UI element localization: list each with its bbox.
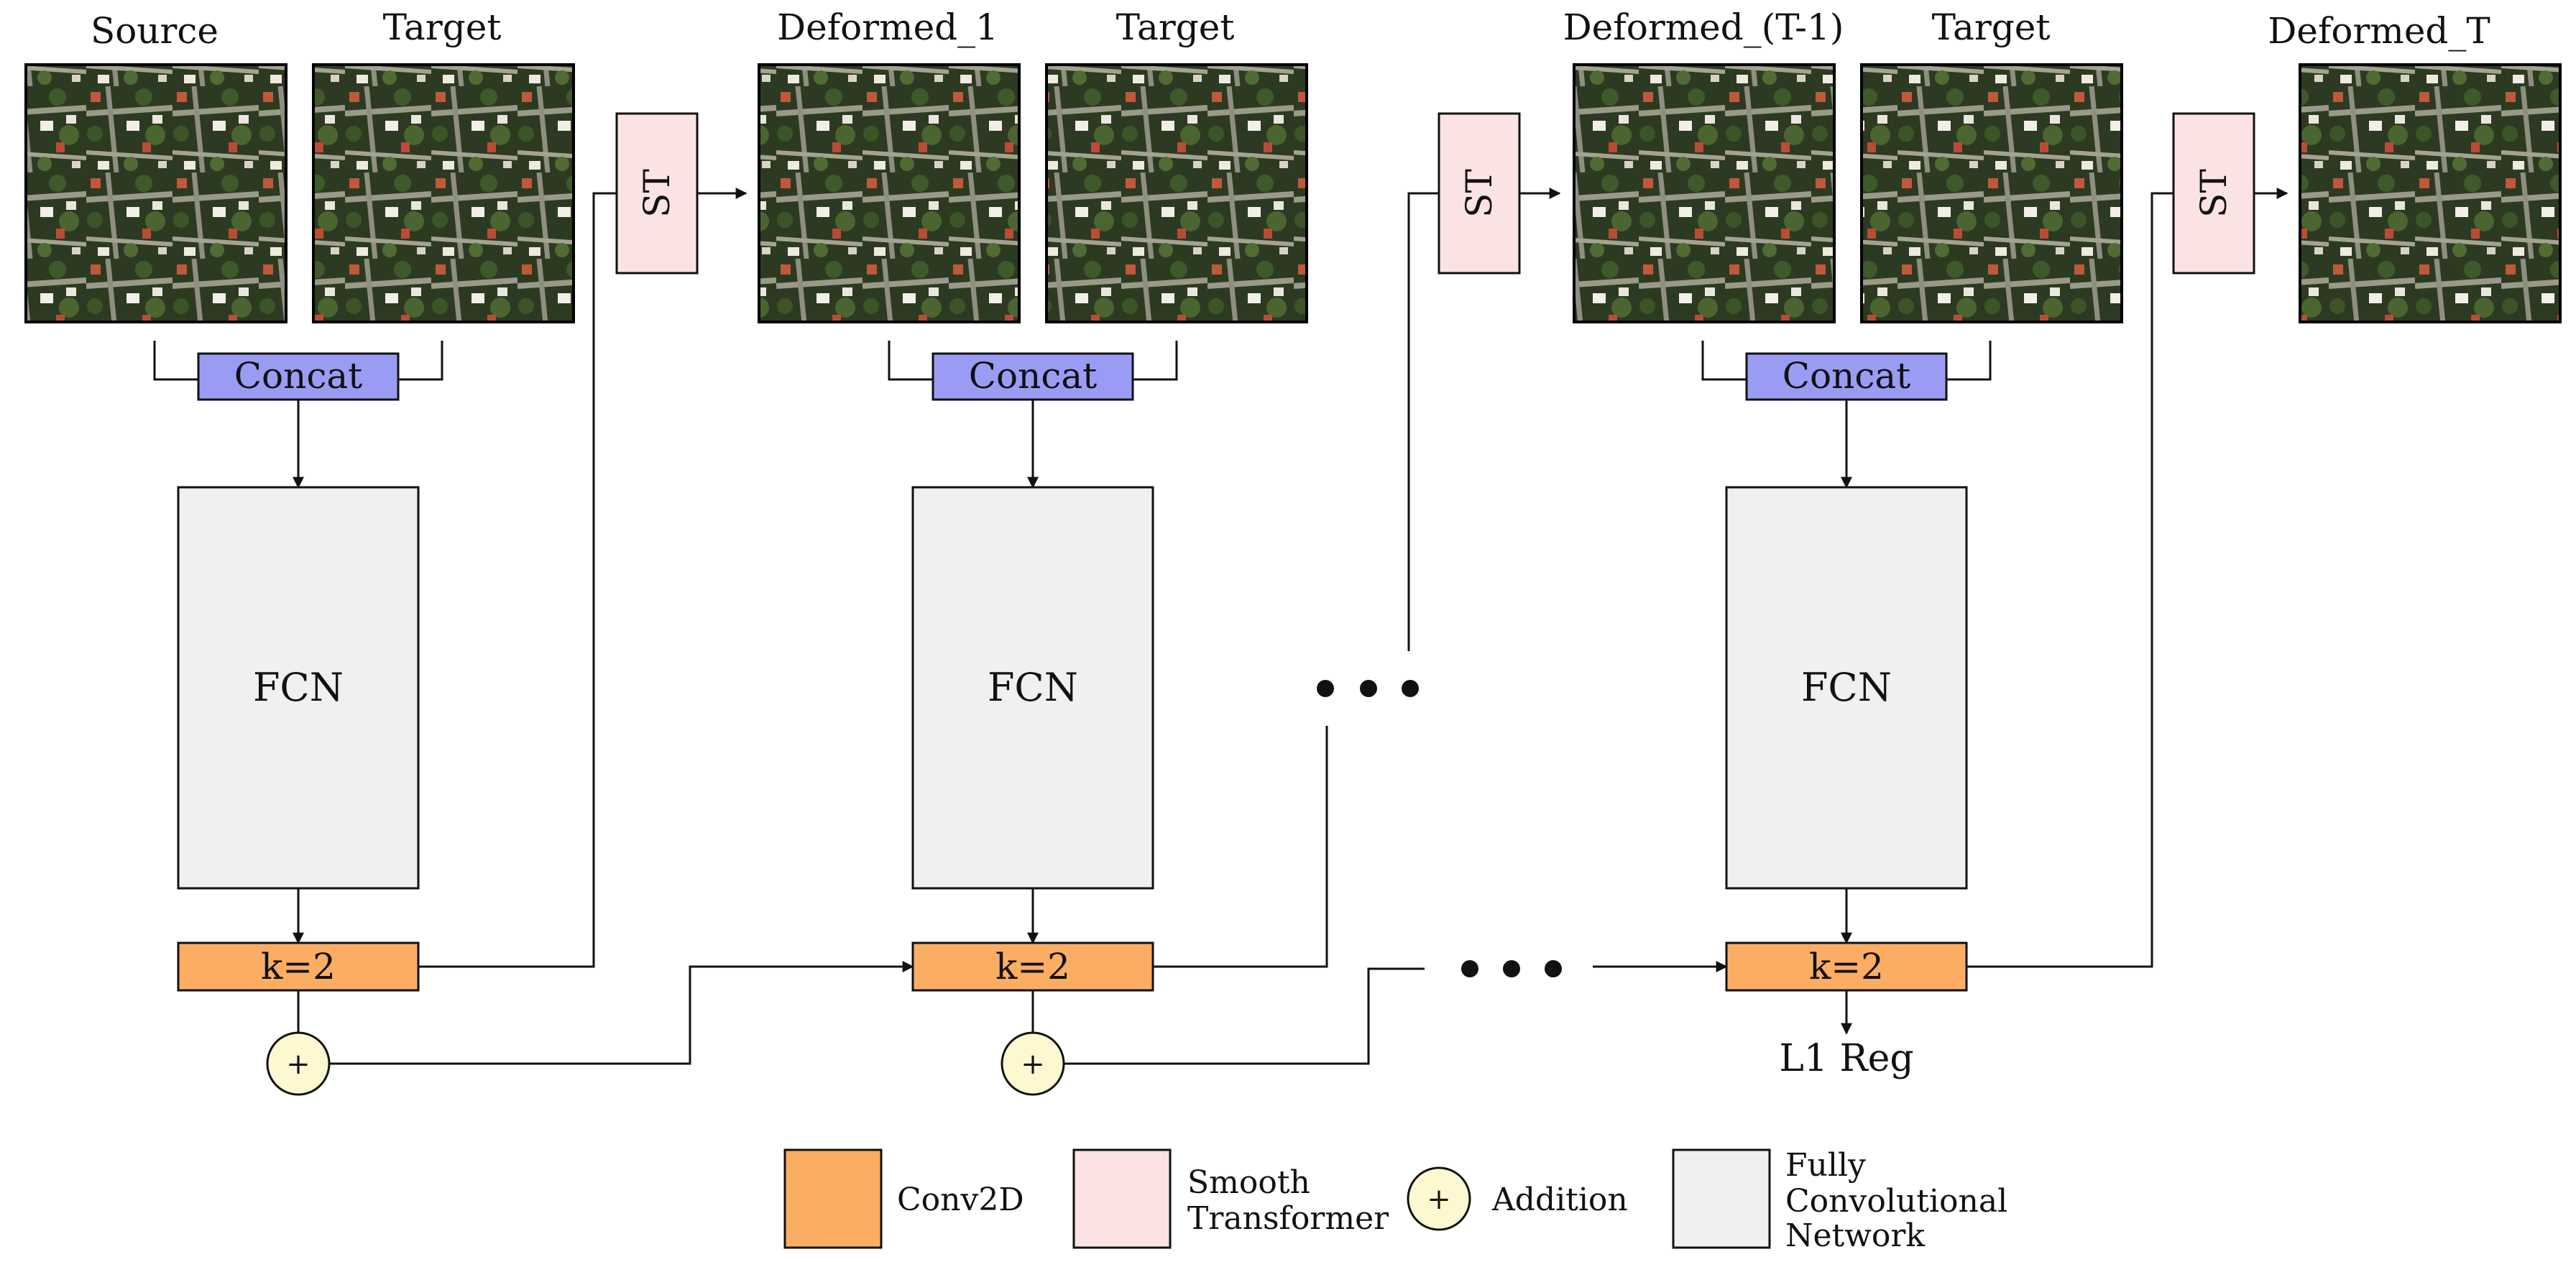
- ellipsis-dot: [1317, 680, 1334, 697]
- conv-label-3: k=2: [1809, 946, 1884, 987]
- addition-nodes: + +: [266, 1031, 1065, 1096]
- ellipsis-dot: [1402, 680, 1419, 697]
- conv-label-2: k=2: [995, 946, 1070, 987]
- connector-line: [1064, 967, 1425, 1065]
- legend-fcn-swatch: [1672, 1148, 1771, 1249]
- legend-smooth-label-1: Smooth: [1187, 1164, 1310, 1201]
- st-label-1: ST: [636, 169, 678, 218]
- st-block-2: [1438, 112, 1521, 275]
- legend-fcn-label-1: Fully: [1785, 1147, 1866, 1184]
- st-blocks: ST ST ST: [615, 112, 2255, 275]
- connectors: [153, 188, 2288, 1065]
- st-label-2: ST: [1458, 169, 1500, 218]
- connector-line: [418, 192, 617, 968]
- fcn-label-3: FCN: [1801, 665, 1892, 710]
- concat-block-3: [1745, 352, 1948, 401]
- conv-label-1: k=2: [261, 946, 336, 987]
- aerial-images: [24, 63, 2562, 323]
- fcn-label-2: FCN: [988, 665, 1078, 710]
- ellipsis-dot: [1461, 960, 1478, 977]
- fcn-block-1: [177, 486, 420, 890]
- concat-block-1: [197, 352, 400, 401]
- st-block-1: [615, 112, 699, 275]
- deformed-t-image: [2299, 63, 2562, 323]
- connector-line: [1946, 341, 1992, 381]
- legend-smooth-label-2: Transformer: [1187, 1200, 1389, 1237]
- target-image-3: [1860, 63, 2123, 323]
- connector-line: [1966, 192, 2174, 968]
- fcn-block-3: [1725, 486, 1968, 890]
- connector-line: [888, 341, 933, 381]
- addition-node-1: [266, 1031, 331, 1096]
- deformed-t-minus-1-image: [1573, 63, 1836, 323]
- ellipsis-dot: [1503, 960, 1520, 977]
- deformed-1-image: [758, 63, 1021, 323]
- connector-line: [329, 961, 914, 1065]
- source-image: [24, 63, 288, 323]
- connector-line: [1701, 341, 1747, 381]
- connector-line: [1133, 341, 1178, 381]
- connector-line: [398, 341, 443, 381]
- deformed-t-minus-1-title: Deformed_(T-1): [1563, 6, 1844, 48]
- concat-blocks: Concat Concat Concat: [197, 352, 1948, 401]
- st-label-3: ST: [2193, 169, 2235, 218]
- conv-block-3: [1725, 941, 1968, 992]
- target-title-2: Target: [1116, 6, 1235, 48]
- conv-block-2: [911, 941, 1154, 992]
- addition-node-2: [1000, 1031, 1065, 1096]
- legend-addition-swatch: [1407, 1166, 1471, 1231]
- deformed-t-title: Deformed_T: [2268, 10, 2490, 52]
- concat-label-2: Concat: [969, 355, 1097, 397]
- ellipsis-dots-icon: [1317, 680, 1562, 977]
- image-titles: Source Target Deformed_1 Target Deformed…: [91, 6, 2490, 52]
- fcn-label-1: FCN: [253, 665, 344, 710]
- legend-conv2d-swatch: [783, 1148, 883, 1249]
- target-title-1: Target: [383, 6, 502, 48]
- target-title-3: Target: [1932, 6, 2051, 48]
- target-image-1: [312, 63, 575, 323]
- fcn-block-2: [911, 486, 1154, 890]
- concat-block-2: [932, 352, 1134, 401]
- st-block-3: [2172, 112, 2255, 275]
- conv-block-1: [177, 941, 420, 992]
- concat-label-1: Concat: [234, 355, 362, 397]
- target-image-2: [1045, 63, 1308, 323]
- addition-symbol-1: +: [286, 1048, 310, 1081]
- legend: Conv2D Smooth Transformer + Addition Ful…: [783, 1147, 2007, 1254]
- deformed-1-title: Deformed_1: [777, 6, 998, 48]
- legend-addition-symbol: +: [1427, 1183, 1451, 1216]
- legend-smooth-swatch: [1072, 1148, 1172, 1249]
- conv-blocks: k=2 k=2 k=2: [177, 941, 1968, 992]
- source-title: Source: [91, 10, 218, 52]
- legend-fcn-label-2: Convolutional: [1785, 1183, 2007, 1220]
- legend-addition-label: Addition: [1491, 1182, 1628, 1218]
- connector-line: [1407, 192, 1439, 651]
- concat-label-3: Concat: [1782, 355, 1910, 397]
- connector-line: [153, 341, 198, 381]
- addition-symbol-2: +: [1021, 1048, 1045, 1081]
- ellipsis-dot: [1360, 680, 1377, 697]
- legend-fcn-label-3: Network: [1785, 1217, 1925, 1254]
- fcn-blocks: FCN FCN FCN: [177, 486, 1968, 890]
- connector-line: [1153, 726, 1328, 968]
- ellipsis-dot: [1545, 960, 1562, 977]
- legend-conv2d-label: Conv2D: [897, 1182, 1024, 1218]
- l1-reg-label: L1 Reg: [1779, 1037, 1913, 1080]
